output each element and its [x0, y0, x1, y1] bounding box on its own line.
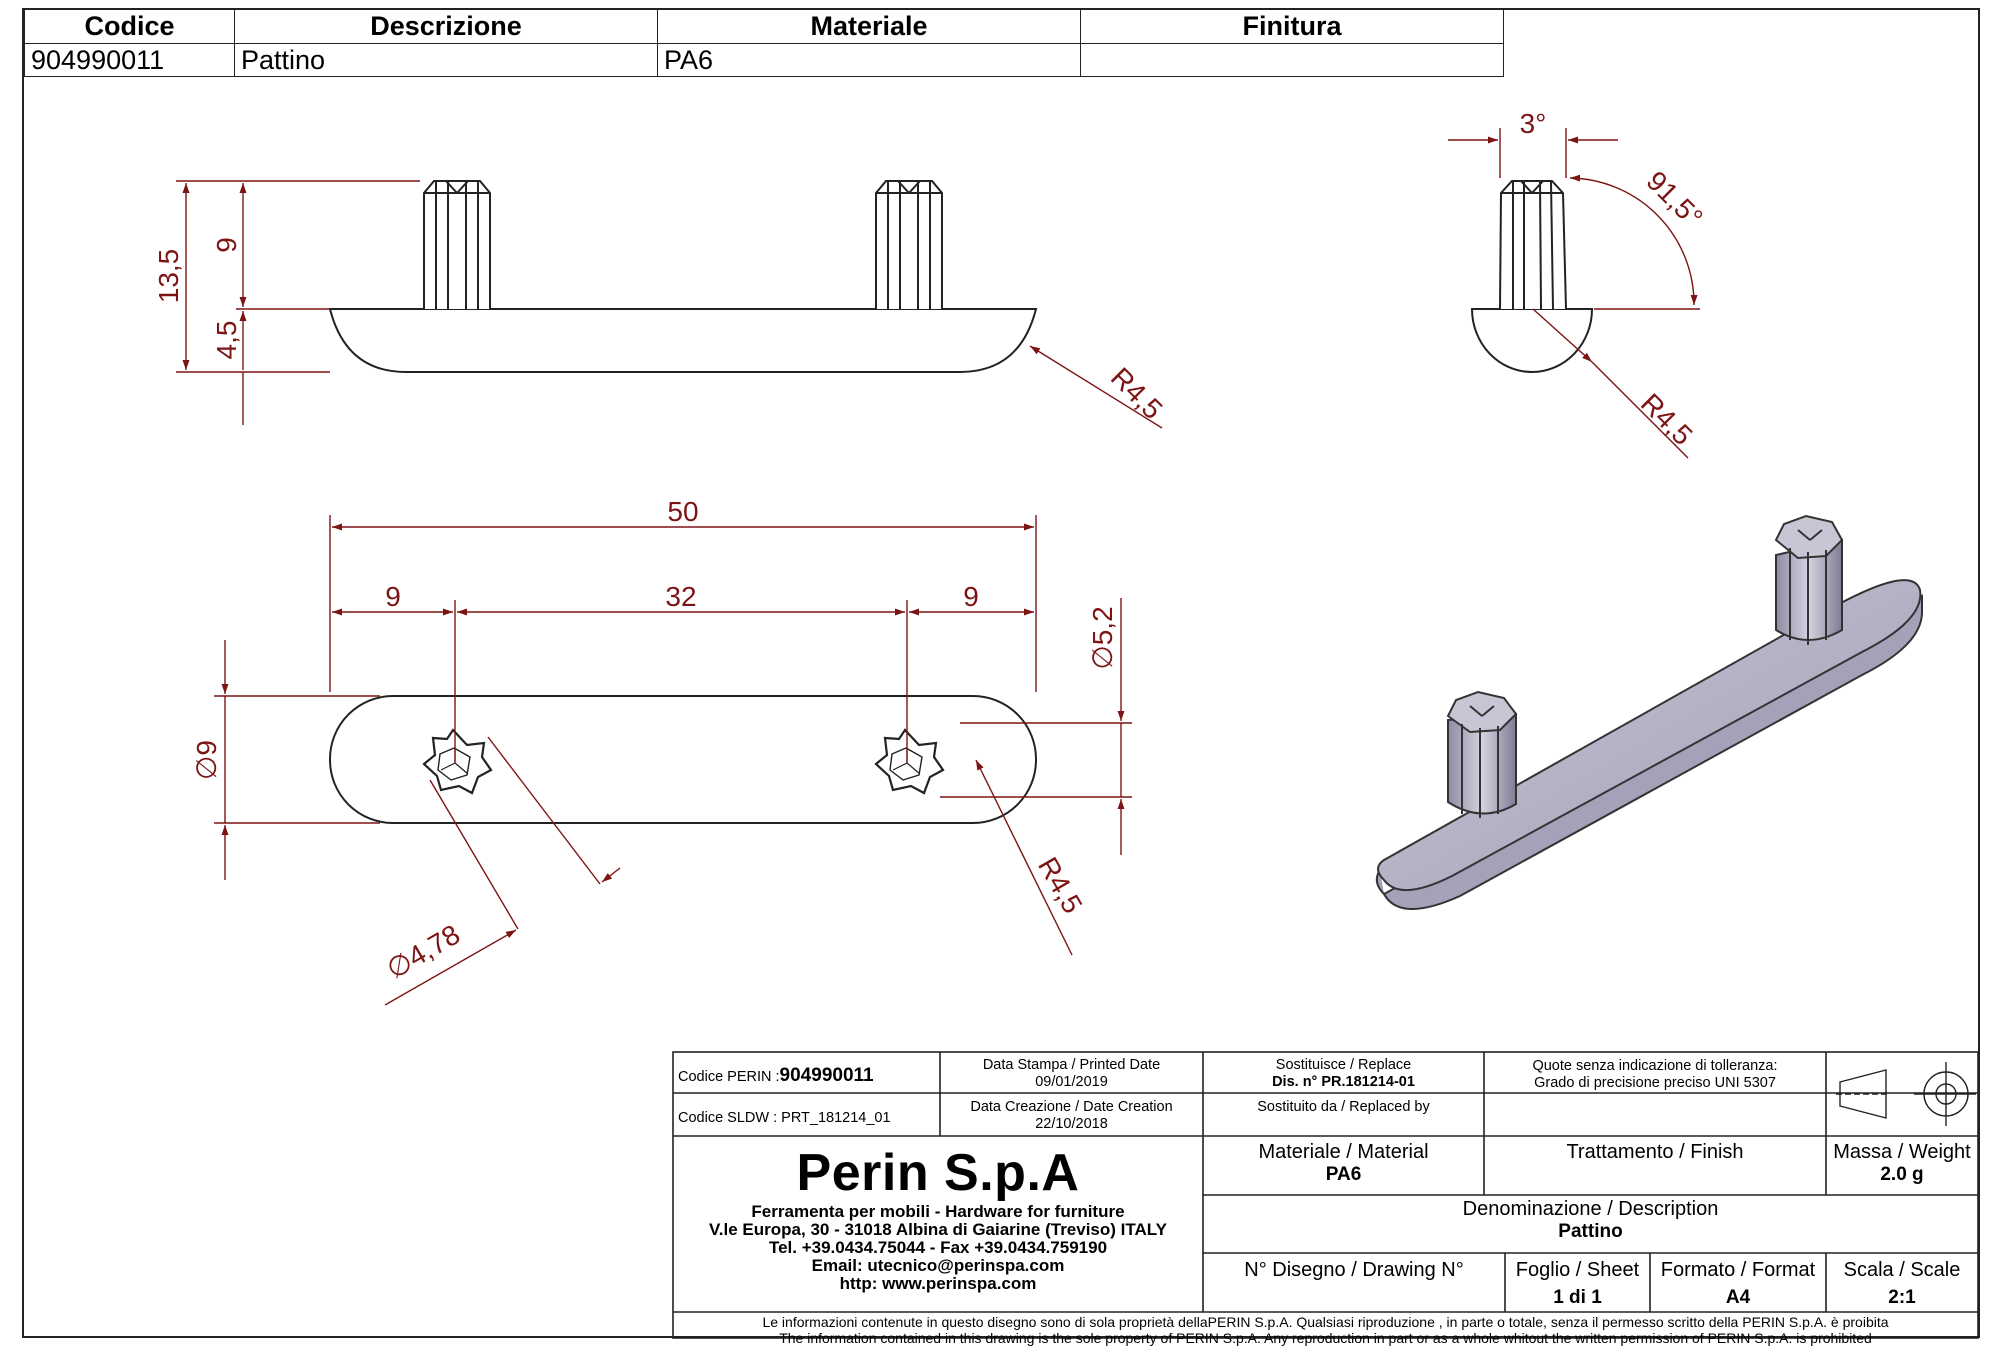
dim-end-taper-angle: 3°: [1520, 108, 1547, 139]
header-materiale: Materiale: [657, 9, 1081, 44]
codice-perin: Codice PERIN :904990011: [678, 1065, 938, 1087]
weight-value: 2.0 g: [1880, 1164, 1924, 1185]
description-cell: Denominazione / Description Pattino: [1203, 1198, 1978, 1243]
top-view-dimensions: [214, 515, 1132, 1006]
dim-top-left: 9: [385, 581, 401, 612]
scale-label: Scala / Scale: [1843, 1259, 1961, 1281]
tolerance-note: Quote senza indicazione di tolleranza: G…: [1484, 1058, 1826, 1092]
weight-label: Massa / Weight: [1833, 1141, 1971, 1163]
cell-materiale: PA6: [657, 43, 1081, 77]
material-cell: Materiale / Material PA6: [1203, 1141, 1484, 1186]
company-line2: V.le Europa, 30 - 31018 Albina di Gaiari…: [709, 1220, 1167, 1239]
dim-end-radius: R4,5: [1635, 387, 1699, 451]
title-block-grid: [672, 1051, 1979, 1339]
description-label: Denominazione / Description: [1462, 1198, 1719, 1220]
cell-finitura: [1080, 43, 1504, 77]
side-view: [328, 180, 1038, 373]
company-block: Perin S.p.A Ferramenta per mobili - Hard…: [673, 1143, 1203, 1293]
material-label: Materiale / Material: [1258, 1141, 1429, 1163]
description-value: Pattino: [1558, 1221, 1623, 1242]
creation-date: Data Creazione / Date Creation 22/10/201…: [940, 1099, 1203, 1133]
cell-descrizione: Pattino: [234, 43, 658, 77]
codice-sldw: Codice SLDW : PRT_181214_01: [678, 1110, 938, 1126]
printed-date-value: 09/01/2019: [1035, 1074, 1108, 1090]
side-base: [328, 308, 1038, 373]
tolerance-line2: Grado di precisione preciso UNI 5307: [1534, 1075, 1776, 1091]
top-outline: [329, 695, 1037, 824]
end-view: [1470, 180, 1594, 373]
dim-top-right: 9: [963, 581, 979, 612]
codice-sldw-value: PRT_181214_01: [781, 1110, 891, 1126]
replace-value: Dis. n° PR.181214-01: [1272, 1074, 1415, 1090]
company-line5: http: www.perinspa.com: [839, 1274, 1037, 1293]
header-descrizione: Descrizione: [234, 9, 658, 44]
side-peg-left: [423, 180, 491, 309]
replaced-by: Sostituito da / Replaced by: [1203, 1099, 1484, 1116]
isometric-view: [1375, 514, 1924, 910]
header-finitura: Finitura: [1080, 9, 1504, 44]
codice-perin-label: Codice PERIN :: [678, 1069, 780, 1085]
dim-side-peg-height: 9: [211, 237, 242, 253]
finish-cell: Trattamento / Finish: [1484, 1141, 1826, 1164]
printed-date-label: Data Stampa / Printed Date: [982, 1057, 1161, 1073]
legal-notice: Le informazioni contenute in questo dise…: [673, 1314, 1978, 1346]
dim-side-radius: R4,5: [1105, 361, 1169, 425]
material-value: PA6: [1325, 1164, 1362, 1185]
company-name: Perin S.p.A: [796, 1144, 1080, 1202]
dim-side-total-height: 13,5: [153, 249, 184, 304]
company-line1: Ferramenta per mobili - Hardware for fur…: [751, 1202, 1125, 1221]
codice-sldw-label: Codice SLDW :: [678, 1110, 778, 1126]
dim-star-diameter: ∅4,78: [381, 919, 465, 985]
company-line4: Email: utecnico@perinspa.com: [811, 1256, 1065, 1275]
scale-value: 2:1: [1888, 1287, 1916, 1308]
sheet-value: 1 di 1: [1553, 1287, 1602, 1308]
legal-notice-it: Le informazioni contenute in questo dise…: [762, 1314, 1889, 1330]
end-peg: [1499, 180, 1567, 310]
dim-top-width: ∅9: [191, 740, 222, 780]
projection-symbol: [1836, 1062, 1976, 1126]
end-base: [1470, 308, 1594, 373]
dim-top-length: 50: [667, 496, 698, 527]
company-line3: Tel. +39.0434.75044 - Fax +39.0434.75919…: [768, 1238, 1108, 1257]
parts-table-row: 904990011 Pattino PA6: [24, 43, 1504, 77]
replace-label: Sostituisce / Replace: [1275, 1057, 1412, 1073]
legal-notice-en: The information contained in this drawin…: [779, 1330, 1872, 1346]
format-cell: Formato / Format A4: [1650, 1259, 1826, 1309]
drawing-no-cell: N° Disegno / Drawing N°: [1203, 1259, 1505, 1282]
sheet-cell: Foglio / Sheet 1 di 1: [1505, 1259, 1650, 1309]
top-view-stars: [422, 728, 945, 795]
tolerance-line1: Quote senza indicazione di tolleranza:: [1532, 1058, 1778, 1074]
iso-peg-right: [1774, 514, 1844, 645]
dim-top-radius: R4,5: [1032, 852, 1088, 919]
replace: Sostituisce / Replace Dis. n° PR.181214-…: [1203, 1057, 1484, 1091]
creation-date-value: 22/10/2018: [1035, 1116, 1108, 1132]
format-value: A4: [1725, 1287, 1751, 1308]
iso-base-top: [1377, 579, 1922, 892]
side-peg-right: [875, 180, 943, 309]
top-view: [329, 695, 1037, 824]
dim-peg-diameter: ∅5,2: [1087, 606, 1118, 669]
cell-codice: 904990011: [24, 43, 235, 77]
scale-cell: Scala / Scale 2:1: [1826, 1259, 1978, 1309]
creation-date-label: Data Creazione / Date Creation: [970, 1099, 1173, 1115]
printed-date: Data Stampa / Printed Date 09/01/2019: [940, 1057, 1203, 1091]
sheet-label: Foglio / Sheet: [1515, 1259, 1640, 1281]
dim-top-center: 32: [665, 581, 696, 612]
end-view-dimensions: [1448, 128, 1700, 459]
iso-peg-left: [1446, 690, 1518, 818]
side-view-dimensions: [176, 180, 1163, 429]
format-label: Formato / Format: [1660, 1259, 1816, 1281]
weight-cell: Massa / Weight 2.0 g: [1826, 1141, 1978, 1186]
dim-side-base-height: 4,5: [211, 321, 242, 360]
drawing-no-label: N° Disegno / Drawing N°: [1244, 1259, 1464, 1281]
dim-end-top-angle: 91,5°: [1641, 165, 1709, 233]
parts-table-header-row: Codice Descrizione Materiale Finitura: [24, 9, 1504, 44]
parts-table: Codice Descrizione Materiale Finitura 90…: [24, 9, 1504, 77]
finish-label: Trattamento / Finish: [1566, 1141, 1744, 1163]
replaced-by-label: Sostituito da / Replaced by: [1257, 1099, 1430, 1115]
codice-perin-value: 904990011: [779, 1065, 874, 1086]
